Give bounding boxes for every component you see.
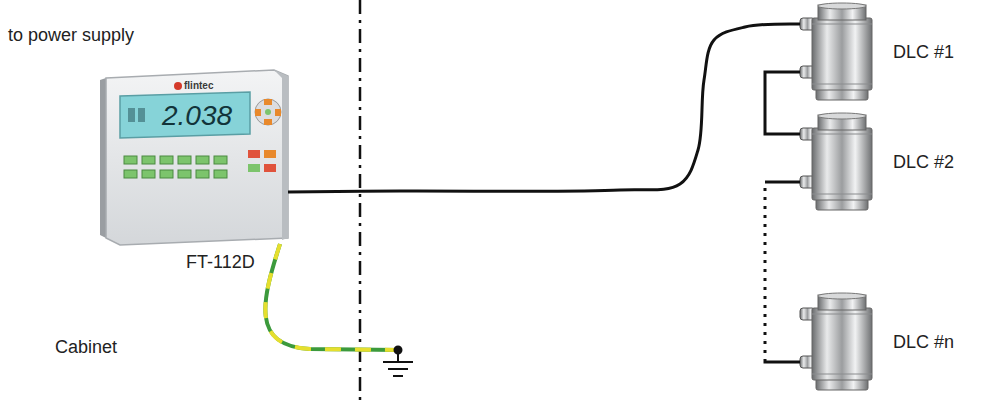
node-text: DLC #1 xyxy=(893,42,954,63)
load-cell: DLC #1 xyxy=(800,2,961,102)
ground-wire-stripe xyxy=(265,244,398,350)
cable xyxy=(288,24,800,192)
load-cell: DLC #n xyxy=(800,292,961,392)
annotation-label: Cabinet xyxy=(55,337,117,358)
ground-wire xyxy=(265,244,398,350)
node-text: flintec xyxy=(184,80,213,92)
cable xyxy=(765,182,800,362)
node-text: DLC #2 xyxy=(893,152,954,173)
cabinet-boundary xyxy=(359,0,362,403)
indicator-illustration xyxy=(100,70,288,245)
indicator-device: flintec2.038FT-112D xyxy=(98,68,288,245)
ground-symbol xyxy=(383,347,413,377)
load-cell-illustration xyxy=(800,293,872,390)
cable xyxy=(765,72,800,134)
node-text: 2.038 xyxy=(162,102,232,130)
node-text: DLC #n xyxy=(893,332,954,353)
load-cell-illustration xyxy=(800,3,872,100)
node-text: FT-112D xyxy=(186,252,255,273)
annotation-label: to power supply xyxy=(8,25,134,46)
load-cell-illustration xyxy=(800,113,872,210)
load-cell: DLC #2 xyxy=(800,112,961,212)
